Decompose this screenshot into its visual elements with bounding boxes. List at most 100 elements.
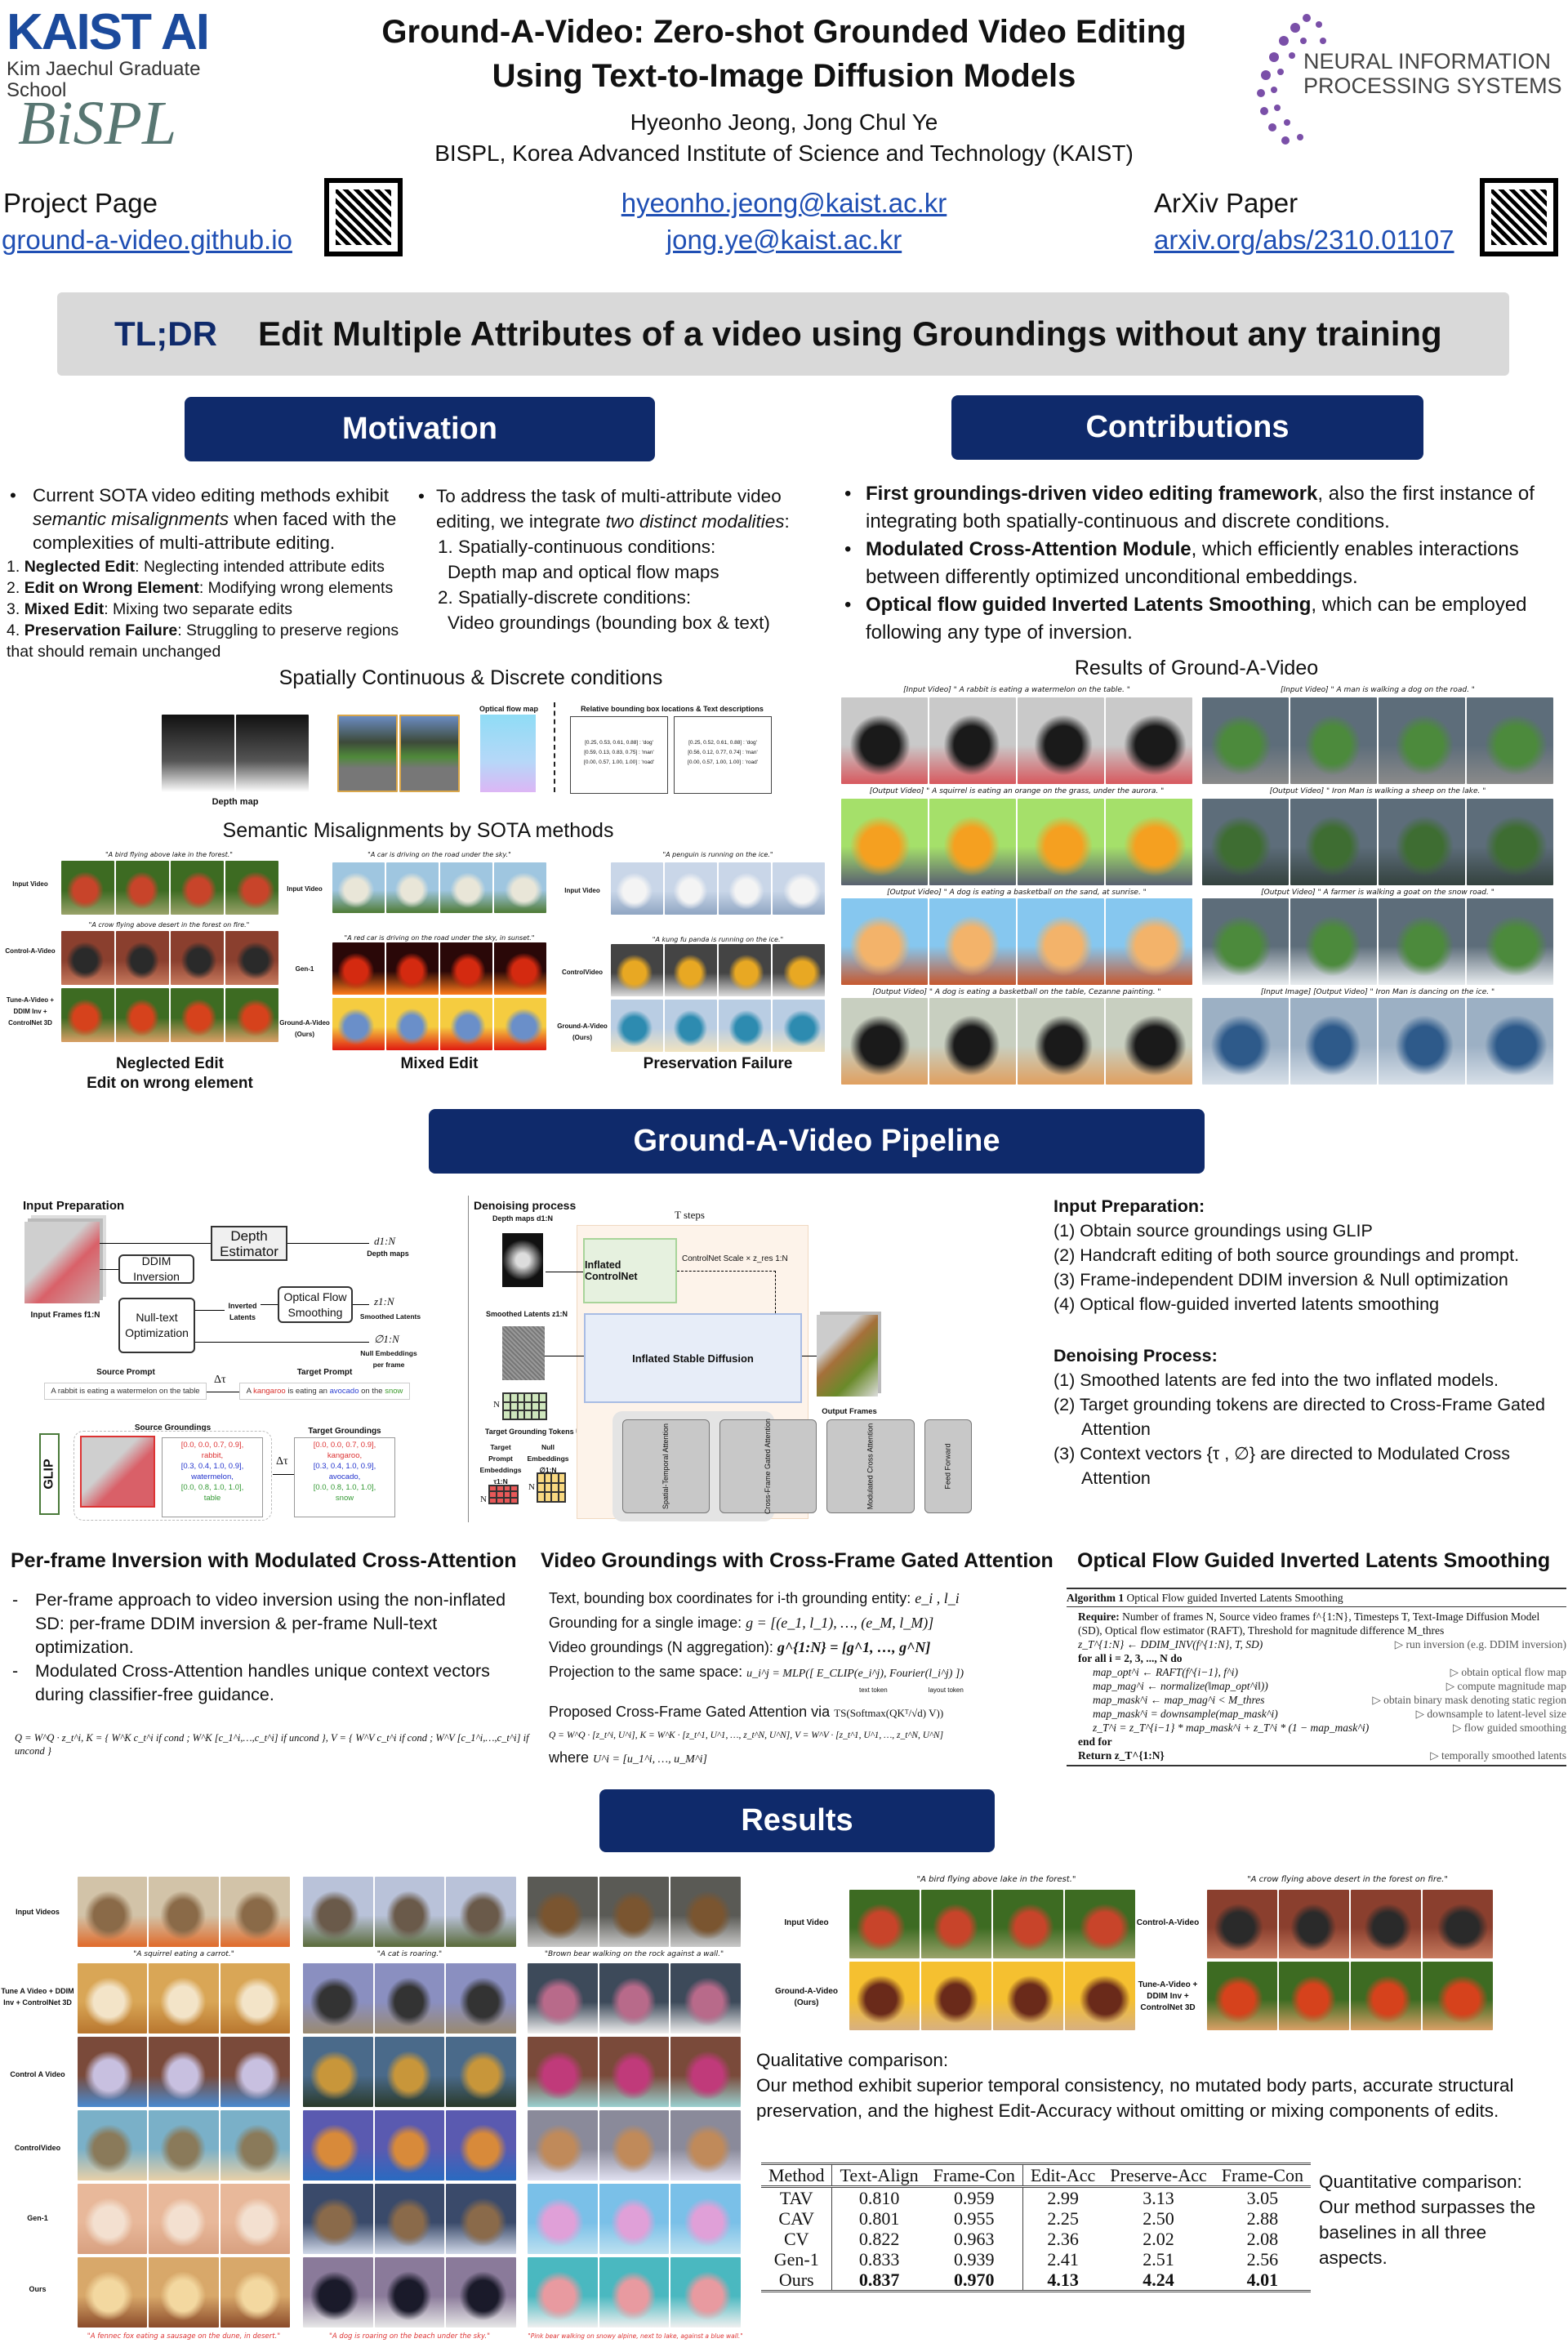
pipeline-desc-den-2: (3) Context vectors {τ , ∅} are directed… — [1054, 1444, 1510, 1488]
token-cell — [503, 1393, 510, 1402]
decor-element — [100, 1243, 211, 1244]
groundings-l4: Projection to the same space: — [549, 1664, 743, 1680]
video-strip — [849, 1890, 1135, 1958]
video-frame — [1106, 697, 1192, 784]
decor-element — [1260, 107, 1268, 115]
pipeline-out-latent: z1:N — [374, 1295, 394, 1307]
groundings-l7: where — [549, 1749, 590, 1766]
video-strip — [841, 898, 1192, 985]
motivation-bullet-1: • Current SOTA video editing methods exh… — [0, 483, 412, 555]
contribution-item: •Optical flow guided Inverted Latents Sm… — [841, 591, 1560, 647]
project-qr-code[interactable] — [324, 178, 403, 256]
failure-item: 3. Mixed Edit: Mixing two separate edits — [0, 599, 412, 620]
results-table-rows-1-3: 2.25 — [1022, 2208, 1103, 2229]
flow-lines-8-code: Return z_T^{1:N} — [1078, 1749, 1165, 1762]
video-frame — [149, 1877, 219, 1947]
depth-estimator-box: Depth Estimator — [211, 1226, 287, 1261]
video-frame — [1106, 998, 1192, 1085]
ddim-inversion-box: DDIM Inversion — [118, 1254, 194, 1284]
motivation-col1: • Current SOTA video editing methods exh… — [0, 483, 412, 662]
results-header: Results — [599, 1789, 995, 1852]
results-table-rows-0-0: TAV — [779, 2188, 813, 2208]
video-strip — [528, 2184, 742, 2254]
pipeline-denoising: Denoising process — [474, 1199, 577, 1212]
results-fig-left-0: [Input Video] " A rabbit is eating a wat… — [903, 686, 1130, 694]
video-frame — [1018, 697, 1104, 784]
motivation-failures-0-num: 1. — [7, 558, 20, 576]
video-frame — [440, 862, 492, 913]
token-cell — [544, 1473, 551, 1483]
arxiv-qr-code[interactable] — [1480, 178, 1558, 256]
project-page-link[interactable]: ground-a-video.github.io — [2, 225, 292, 255]
video-strip — [841, 998, 1192, 1085]
results-qual-fig-l1: Input Video — [784, 1918, 829, 1927]
misalign-fig-g1-cap-out: "A crow flying above desert in the fores… — [88, 921, 250, 929]
video-frame — [1467, 697, 1553, 784]
video-frame — [1202, 799, 1289, 885]
video-frame — [670, 2184, 742, 2254]
neurips-dots-icon — [1257, 14, 1326, 145]
pipeline-out-depth: d1:N — [374, 1235, 395, 1247]
pipeline-desc-prep-1: (2) Handcraft editing of both source gro… — [1054, 1245, 1520, 1265]
results-qual-fig-r2: Tune-A-Video + DDIM Inv + ControlNet 3D — [1138, 1980, 1198, 2012]
pipeline-src-g-0: [0.0, 0.0, 0.7, 0.9], — [180, 1441, 244, 1450]
motivation-bullet2-pre: To address the task of multi-attribute v… — [436, 486, 782, 532]
token-cell — [537, 1492, 545, 1502]
header-logo-kaist-sub: Kim Jaechul Graduate School — [7, 58, 201, 101]
misalign-figure-title: Semantic Misalignments by SOTA methods — [222, 819, 614, 842]
motivation-bullet1-em: semantic misalignments — [33, 509, 229, 529]
groundings-layout-token: layout token — [928, 1686, 964, 1694]
token-cell — [517, 1410, 525, 1419]
groundings-l7m: U^i = [u_1^i, …, u_M^i] — [593, 1753, 707, 1766]
results-table-rows-2-3: 2.36 — [1022, 2229, 1103, 2249]
decor-element — [236, 715, 309, 792]
flow-lines-7-code: end for — [1078, 1735, 1112, 1748]
email-link-1[interactable]: hyeonho.jeong@kaist.ac.kr — [621, 188, 947, 218]
video-frame — [220, 2110, 290, 2180]
decor-element — [1300, 38, 1307, 44]
results-qual-fig-l2: Ground-A-Video (Ours) — [774, 1987, 839, 2007]
video-frame — [1379, 998, 1465, 1085]
results-table-headers-0: Method — [768, 2165, 825, 2185]
video-frame — [220, 1963, 290, 2034]
token-cell — [510, 1491, 518, 1498]
decor-element — [399, 715, 460, 792]
video-frame — [1290, 799, 1377, 885]
video-frame — [374, 2184, 445, 2254]
results-qual-fig-cap-l: "A bird flying above lake in the forest.… — [916, 1875, 1076, 1884]
results-table-rows-2-4: 2.02 — [1143, 2229, 1174, 2249]
video-strip — [303, 2110, 517, 2180]
kaist-ai-logo: KAIST AI Kim Jaechul Graduate School — [7, 7, 260, 101]
mixed-edit-title: Mixed Edit — [400, 1055, 479, 1072]
video-strip — [528, 1877, 742, 1947]
decor-element — [273, 1474, 294, 1475]
video-frame — [993, 1962, 1063, 2030]
pipeline-input-frames: Input Frames f1:N — [30, 1311, 100, 1320]
misalign-fig-g2-cap-in: "A car is driving on the road under the … — [368, 851, 511, 858]
video-frame — [386, 862, 439, 913]
pipeline-t-steps: T steps — [675, 1209, 705, 1221]
misalign-fig-g3-row1: Input Video — [564, 887, 600, 894]
video-frame — [1351, 1962, 1421, 2030]
results-table-rows-1-5: 2.88 — [1246, 2208, 1279, 2229]
video-frame — [1467, 898, 1553, 985]
pipeline-source-prompt-label: Source Prompt — [96, 1368, 155, 1377]
video-frame — [446, 1877, 517, 1947]
decor-element: Proposed Cross-Frame Gated Attention via… — [549, 1699, 1063, 1726]
results-grid: Input Videos Tune A Video + DDIM Inv + C… — [0, 1875, 743, 2352]
misalign-fig-g2-row2: Gen-1 — [295, 965, 314, 973]
decor-element — [1268, 123, 1276, 131]
results-figure: [Input Video] " A rabbit is eating a wat… — [841, 686, 1553, 1085]
decor-element — [1320, 38, 1326, 44]
results-table-headers-4: Preserve-Acc — [1110, 2165, 1207, 2185]
poster-title: Ground-A-Video: Zero-shot Grounded Video… — [327, 10, 1241, 98]
source-grounding-image — [80, 1436, 155, 1508]
conditions-fig-frame2-2: [0.00, 0.57, 1.00, 1.00] : 'road' — [688, 760, 758, 765]
video-frame — [78, 2037, 148, 2107]
failure-item: 4. Preservation Failure: Struggling to p… — [0, 620, 412, 662]
token-cell — [537, 1482, 545, 1493]
video-frame — [303, 2110, 373, 2180]
email-link-2[interactable]: jong.ye@kaist.ac.kr — [666, 225, 902, 255]
arxiv-link[interactable]: arxiv.org/abs/2310.01107 — [1154, 225, 1454, 255]
